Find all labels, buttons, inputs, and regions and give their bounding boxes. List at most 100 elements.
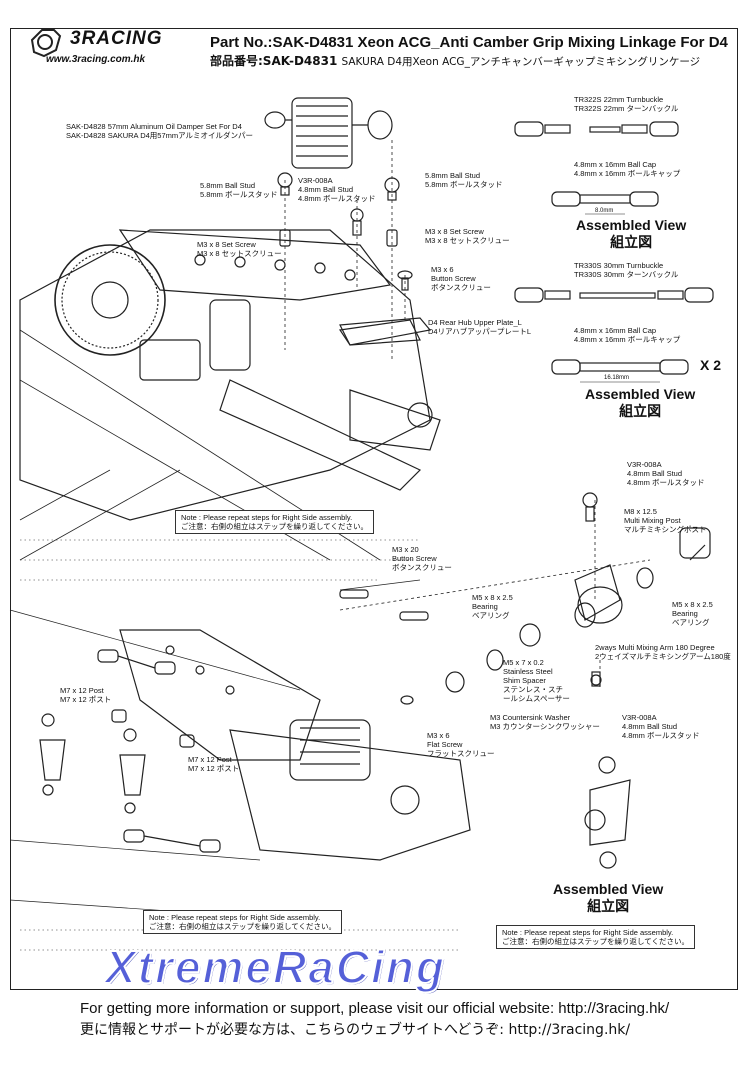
title-jp-part: 部品番号:SAK-D4831: [210, 54, 338, 68]
label-line: 5.8mm Ball Stud: [425, 171, 481, 180]
logo-icon: [30, 29, 62, 58]
assembled-title-jp: 組立図: [610, 234, 653, 250]
ball-stud-icon: [350, 208, 364, 236]
label-line: M3 x 8 セットスクリュー: [425, 236, 510, 245]
assembled-title: Assembled View: [553, 881, 664, 897]
label-line: Bearing: [672, 609, 698, 618]
page-frame: [10, 28, 738, 990]
label-line: ベアリング: [472, 611, 510, 620]
label-line: M3 x 8 Set Screw: [425, 227, 484, 236]
lower-chassis-drawing: [9, 579, 471, 951]
label-set-screw-right: M3 x 8 Set Screw M3 x 8 セットスクリュー: [425, 227, 510, 245]
label-line: Button Screw: [392, 554, 437, 563]
label-line: M5 x 8 x 2.5: [672, 600, 713, 609]
label-line: M3 x 8 セットスクリュー: [197, 249, 282, 258]
label-set-screw-left: M3 x 8 Set Screw M3 x 8 セットスクリュー: [197, 240, 282, 258]
assembled-title-jp: 組立図: [619, 403, 662, 419]
quantity-multiplier: X 2: [700, 357, 722, 373]
label-line: 4.8mm x 16mm ボールキャップ: [574, 169, 681, 178]
label-line: Bearing: [472, 602, 498, 611]
label-line: ステンレス・スチ: [503, 685, 563, 694]
brand-name: 3RACING: [70, 28, 163, 49]
label-line: M3 Countersink Washer: [490, 713, 571, 722]
label-button-screw-20: M3 x 20 Button Screw ボタンスクリュー: [392, 545, 452, 572]
turnbuckle-22-drawing: [514, 121, 679, 215]
label-line: M7 x 12 Post: [188, 755, 232, 764]
label-line: M5 x 8 x 2.5: [472, 593, 513, 602]
label-mixing-post: M8 x 12.5 Multi Mixing Post マルチミキシングポスト: [624, 507, 707, 534]
label-line: 4.8mm x 16mm Ball Cap: [574, 160, 657, 169]
label-bearing-right: M5 x 8 x 2.5 Bearing ベアリング: [672, 600, 713, 627]
label-line: TR330S 30mm ターンバックル: [574, 270, 679, 279]
label-ball-cap-1: 4.8mm x 16mm Ball Cap 4.8mm x 16mm ボールキャ…: [574, 160, 680, 178]
brand-logo: 3RACING www.3racing.com.hk: [22, 22, 192, 74]
label-line: TR322S 22mm Turnbuckle: [574, 95, 664, 104]
label-shim-spacer: M5 x 7 x 0.2 Stainless Steel Shim Spacer…: [503, 658, 570, 703]
hub-plate-icon: [339, 317, 432, 346]
note-line: ご注意：右側の組立はステップを繰り返してください。: [149, 922, 337, 931]
mixing-arm-drawing: [400, 492, 711, 705]
label-line: M3 x 20: [392, 545, 419, 554]
label-line: Button Screw: [431, 274, 476, 283]
button-screw-icon: [397, 270, 413, 291]
label-ball-stud-right: 5.8mm Ball Stud 5.8mm ボールスタッド: [425, 171, 503, 189]
label-line: M3 x 8 Set Screw: [197, 240, 256, 249]
note-box: Note : Please repeat steps for Right Sid…: [496, 925, 696, 949]
label-line: 2ウェイズマルチミキシングアーム180度: [595, 652, 731, 661]
assembled-title: Assembled View: [576, 217, 687, 233]
label-line: 4.8mm ボールスタッド: [622, 731, 700, 740]
label-post-left: M7 x 12 Post M7 x 12 ポスト: [60, 686, 111, 704]
label-line: 4.8mm ボールスタッド: [298, 194, 376, 203]
label-bearing-left: M5 x 8 x 2.5 Bearing ベアリング: [472, 593, 513, 620]
label-line: Shim Spacer: [503, 676, 546, 685]
label-line: M3 カウンターシンクワッシャー: [490, 722, 600, 731]
assembled-title: Assembled View: [585, 386, 696, 402]
turnbuckle-30-drawing: [514, 287, 714, 383]
oil-damper-drawing: [264, 97, 393, 169]
label-v3r-mid: V3R-008A 4.8mm Ball Stud 4.8mm ボールスタッド: [627, 460, 705, 487]
label-line: 5.8mm ボールスタッド: [425, 180, 503, 189]
label-button-screw-6: M3 x 6 Button Screw ボタンスクリュー: [431, 265, 491, 292]
label-v3r-bottom: V3R-008A 4.8mm Ball Stud 4.8mm ボールスタッド: [622, 713, 700, 740]
label-line: M7 x 12 ポスト: [60, 695, 112, 704]
page-title: Part No.:SAK-D4831 Xeon ACG_Anti Camber …: [210, 34, 728, 51]
label-v3r-top: V3R-008A 4.8mm Ball Stud 4.8mm ボールスタッド: [298, 176, 376, 203]
set-screw-icon: [386, 229, 398, 247]
footer-support-jp: 更に情報とサポートが必要な方は、こちらのウェブサイトへどうぞ: http://3…: [80, 1022, 631, 1038]
assembled-title-jp: 組立図: [587, 898, 630, 914]
label-line: ベアリング: [672, 618, 710, 627]
assembled-view-1: Assembled View 組立図: [576, 217, 686, 251]
dimension-16mm: 16.18mm: [604, 375, 630, 381]
ball-stud-icon: [277, 172, 293, 196]
label-line: ボタンスクリュー: [392, 563, 452, 572]
assembled-view-3: Assembled View 組立図: [553, 881, 663, 915]
label-line: D4 Rear Hub Upper Plate_L: [428, 318, 522, 327]
label-turnbuckle-22: TR322S 22mm Turnbuckle TR322S 22mm ターンバッ…: [574, 95, 678, 113]
label-ball-cap-2: 4.8mm x 16mm Ball Cap 4.8mm x 16mm ボールキャ…: [574, 326, 680, 344]
label-line: M8 x 12.5: [624, 507, 657, 516]
label-line: M7 x 12 ポスト: [188, 764, 240, 773]
label-line: 4.8mm Ball Stud: [298, 185, 354, 194]
label-line: 4.8mm x 16mm Ball Cap: [574, 326, 657, 335]
brand-url: www.3racing.com.hk: [46, 54, 146, 65]
watermark: XtremeRaCing: [104, 940, 446, 994]
label-mixing-arm: 2ways Multi Mixing Arm 180 Degree 2ウェイズマ…: [595, 643, 731, 661]
note-line: Note : Please repeat steps for Right Sid…: [181, 513, 353, 522]
turnbuckle-small-drawing: [39, 649, 221, 853]
note-box: Note : Please repeat steps for Right Sid…: [143, 910, 343, 934]
set-screw-icon: [279, 229, 291, 247]
label-line: 4.8mm ボールスタッド: [627, 478, 705, 487]
label-countersink-washer: M3 Countersink Washer M3 カウンターシンクワッシャー: [490, 713, 600, 731]
note-line: ご注意：右側の組立はステップを繰り返してください。: [181, 522, 369, 531]
label-ball-stud-left: 5.8mm Ball Stud 5.8mm ボールスタッド: [200, 181, 278, 199]
label-line: M3 x 6: [431, 265, 454, 274]
label-line: Flat Screw: [427, 740, 463, 749]
footer-support-en: For getting more information or support,…: [80, 1000, 670, 1017]
label-line: M7 x 12 Post: [60, 686, 104, 695]
label-line: Stainless Steel: [503, 667, 553, 676]
label-line: V3R-008A: [622, 713, 657, 722]
label-line: ボタンスクリュー: [431, 283, 491, 292]
page-title-jp: 部品番号:SAK-D4831 SAKURA D4用Xeon ACG_アンチキャン…: [210, 52, 700, 69]
